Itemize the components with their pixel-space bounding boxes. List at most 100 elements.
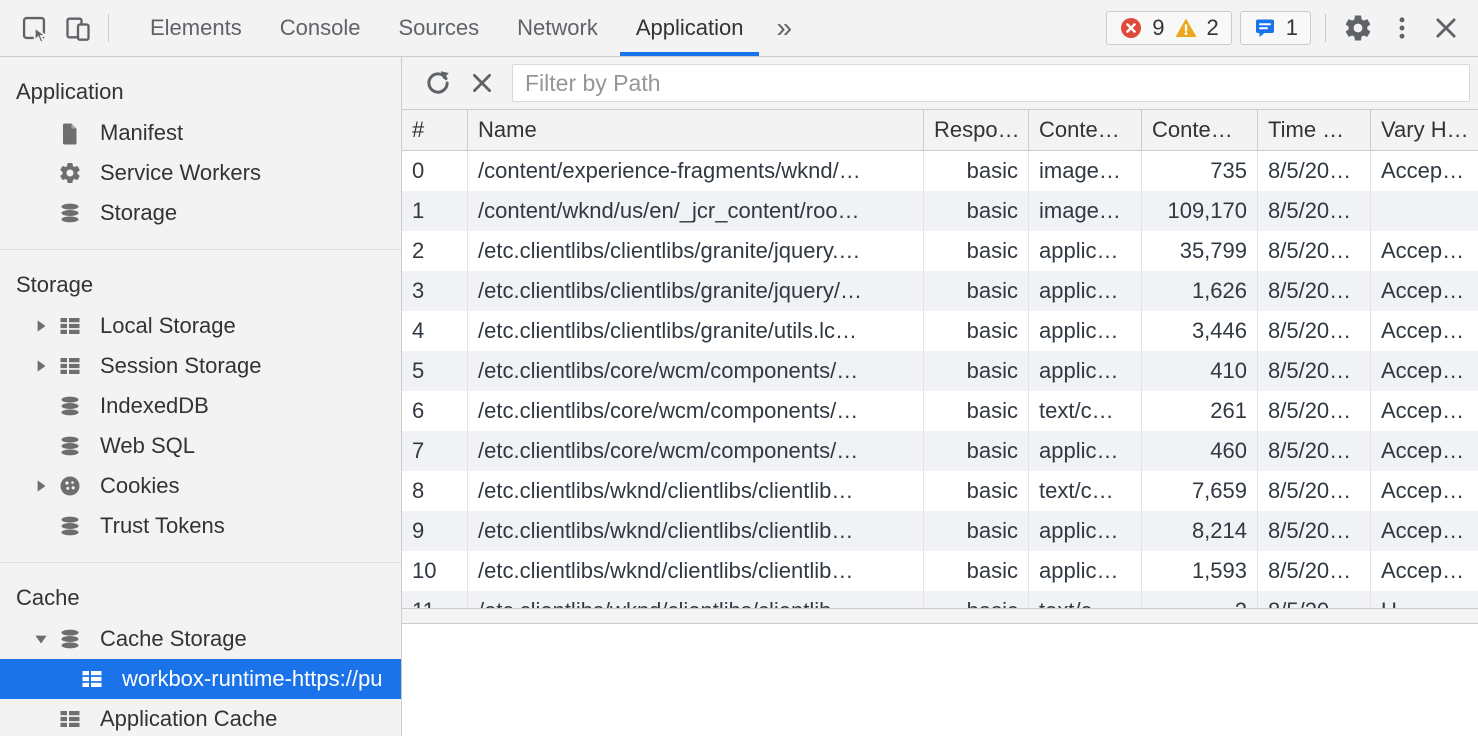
table-row[interactable]: 10/etc.clientlibs/wknd/clientlibs/client… xyxy=(402,551,1478,591)
table-icon xyxy=(58,354,86,378)
table-cell xyxy=(1371,191,1478,231)
table-cell: 7 xyxy=(402,431,468,471)
settings-gear-icon[interactable] xyxy=(1336,6,1380,50)
table-cell: 8/5/20… xyxy=(1258,511,1371,551)
table-row[interactable]: 7/etc.clientlibs/core/wcm/components/…ba… xyxy=(402,431,1478,471)
table-cell: basic xyxy=(924,391,1029,431)
table-cell: 8/5/20… xyxy=(1258,191,1371,231)
table-cell: basic xyxy=(924,471,1029,511)
tab-elements[interactable]: Elements xyxy=(150,15,242,40)
tab-console[interactable]: Console xyxy=(279,15,361,40)
sidebar-item-service-workers[interactable]: Service Workers xyxy=(0,153,401,193)
table-cell: Accep… xyxy=(1381,518,1465,543)
sidebar-item-label: Application Cache xyxy=(100,706,278,731)
toolbar-divider xyxy=(108,14,109,42)
sidebar-item-workbox-runtime-https-pu[interactable]: workbox-runtime-https://pu xyxy=(0,659,401,699)
pane-splitter[interactable] xyxy=(402,608,1478,624)
column-header[interactable]: Time … xyxy=(1258,110,1371,150)
sidebar-item-session-storage[interactable]: Session Storage xyxy=(0,346,401,386)
issues-badge[interactable]: 1 xyxy=(1239,11,1311,45)
sidebar-item-label: workbox-runtime-https://pu xyxy=(122,666,383,691)
table-row[interactable]: 3/etc.clientlibs/clientlibs/granite/jque… xyxy=(402,271,1478,311)
sidebar-item-application-cache[interactable]: Application Cache xyxy=(0,699,401,736)
table-cell: text/c… xyxy=(1029,391,1142,431)
close-devtools-icon[interactable] xyxy=(1424,6,1468,50)
column-header[interactable]: Conte… xyxy=(1029,110,1142,150)
table-cell: 10 xyxy=(402,551,468,591)
triangle-right-icon[interactable] xyxy=(32,317,58,335)
table-cell: 8/5/20… xyxy=(1258,551,1371,591)
tab-network[interactable]: Network xyxy=(517,15,598,40)
triangle-down-icon[interactable] xyxy=(32,630,58,648)
sidebar-item-cookies[interactable]: Cookies xyxy=(0,466,401,506)
table-cell: Accep… xyxy=(1381,398,1465,423)
table-cell: 35,799 xyxy=(1142,231,1258,271)
kebab-menu-icon[interactable] xyxy=(1380,6,1424,50)
table-cell: basic xyxy=(924,351,1029,391)
inspect-element-icon[interactable] xyxy=(12,6,56,50)
sidebar-item-local-storage[interactable]: Local Storage xyxy=(0,306,401,346)
column-header[interactable]: Conte… xyxy=(1142,110,1258,150)
column-header[interactable]: Respo… xyxy=(924,110,1029,150)
column-header[interactable]: # xyxy=(402,110,468,150)
delete-selected-icon[interactable] xyxy=(460,61,504,105)
sidebar-section-title: Cache xyxy=(16,585,80,610)
table-row[interactable]: 1/content/wknd/us/en/_jcr_content/roo…ba… xyxy=(402,191,1478,231)
triangle-right-icon[interactable] xyxy=(32,477,58,495)
sidebar-item-manifest[interactable]: Manifest xyxy=(0,113,401,153)
table-row[interactable]: 8/etc.clientlibs/wknd/clientlibs/clientl… xyxy=(402,471,1478,511)
gear-icon xyxy=(58,161,86,185)
table-cell: basic xyxy=(924,191,1029,231)
table-body: 0/content/experience-fragments/wknd/…bas… xyxy=(402,151,1478,608)
warning-count: 2 xyxy=(1206,15,1219,40)
table-cell: 4 xyxy=(402,311,468,351)
sidebar-item-web-sql[interactable]: Web SQL xyxy=(0,426,401,466)
table-cell: applic… xyxy=(1029,271,1142,311)
sidebar-item-cache-storage[interactable]: Cache Storage xyxy=(0,619,401,659)
table-cell: 0 xyxy=(402,151,468,191)
column-header[interactable]: Name xyxy=(468,110,924,150)
error-icon xyxy=(1121,18,1142,38)
table-cell: 8/5/20… xyxy=(1258,351,1371,391)
more-tabs-icon[interactable]: » xyxy=(776,12,793,43)
table-cell: Accep… xyxy=(1381,478,1465,503)
table-cell: 735 xyxy=(1142,151,1258,191)
table-cell: 8/5/20… xyxy=(1258,471,1371,511)
toolbar-divider xyxy=(1325,14,1326,42)
table-row[interactable]: 5/etc.clientlibs/core/wcm/components/…ba… xyxy=(402,351,1478,391)
column-header[interactable]: Vary H… xyxy=(1381,117,1469,142)
table-row[interactable]: 9/etc.clientlibs/wknd/clientlibs/clientl… xyxy=(402,511,1478,551)
table-cell: /etc.clientlibs/clientlibs/granite/jquer… xyxy=(468,271,924,311)
table-cell: /etc.clientlibs/core/wcm/components/… xyxy=(468,391,924,431)
filter-by-path-input[interactable] xyxy=(512,64,1470,102)
sidebar-item-label: Web SQL xyxy=(100,433,195,458)
table-cell: 8 xyxy=(402,471,468,511)
table-cell: applic… xyxy=(1029,551,1142,591)
table-row[interactable]: 11/etc.clientlibs/wknd/clientlibs/client… xyxy=(402,591,1478,608)
sidebar-item-label: Session Storage xyxy=(100,353,262,378)
table-cell: /etc.clientlibs/wknd/clientlibs/clientli… xyxy=(468,511,924,551)
refresh-icon[interactable] xyxy=(416,61,460,105)
table-row[interactable]: 0/content/experience-fragments/wknd/…bas… xyxy=(402,151,1478,191)
sidebar-item-storage[interactable]: Storage xyxy=(0,193,401,233)
table-row[interactable]: 4/etc.clientlibs/clientlibs/granite/util… xyxy=(402,311,1478,351)
table-cell: 2 xyxy=(402,231,468,271)
triangle-right-icon[interactable] xyxy=(32,357,58,375)
sidebar-item-trust-tokens[interactable]: Trust Tokens xyxy=(0,506,401,546)
document-icon xyxy=(58,121,86,145)
table-cell: 8,214 xyxy=(1142,511,1258,551)
console-errors-warnings-badge[interactable]: 9 2 xyxy=(1106,11,1232,45)
table-row[interactable]: 2/etc.clientlibs/clientlibs/granite/jque… xyxy=(402,231,1478,271)
device-toolbar-icon[interactable] xyxy=(56,6,100,50)
tab-application[interactable]: Application xyxy=(617,0,763,56)
table-row[interactable]: 6/etc.clientlibs/core/wcm/components/…ba… xyxy=(402,391,1478,431)
sidebar-item-indexeddb[interactable]: IndexedDB xyxy=(0,386,401,426)
sidebar-item-label: Manifest xyxy=(100,120,184,145)
tab-sources[interactable]: Sources xyxy=(398,15,480,40)
sidebar-item-label: Trust Tokens xyxy=(100,513,225,538)
sidebar-item-label: IndexedDB xyxy=(100,393,209,418)
